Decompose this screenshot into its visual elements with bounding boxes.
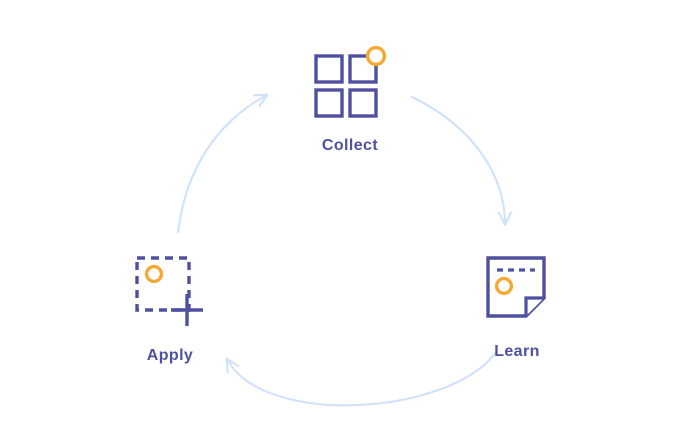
dashed-square-plus-icon	[135, 256, 203, 326]
node-collect-label: Collect	[321, 137, 379, 154]
collect-icon-wrap	[310, 45, 390, 123]
apply-icon-wrap	[129, 252, 211, 333]
node-learn[interactable]: Learn	[442, 252, 592, 361]
grid-four-squares-icon	[314, 45, 387, 118]
arrow-collect-to-learn	[410, 95, 505, 222]
node-apply-label: Apply	[146, 347, 194, 364]
learn-icon-wrap	[482, 252, 552, 329]
node-collect[interactable]: Collect	[275, 45, 425, 155]
orange-ring-marker	[494, 276, 514, 296]
node-learn-label: Learn	[494, 343, 540, 360]
plus-icon	[171, 294, 203, 326]
dashed-selection-square	[135, 256, 191, 312]
orange-ring-marker	[365, 45, 387, 67]
orange-ring-marker	[144, 264, 164, 284]
node-apply[interactable]: Apply	[95, 252, 245, 365]
arrow-apply-to-collect	[176, 96, 265, 234]
note-page-fold-icon	[486, 256, 546, 318]
arrow-learn-to-apply	[228, 350, 498, 407]
